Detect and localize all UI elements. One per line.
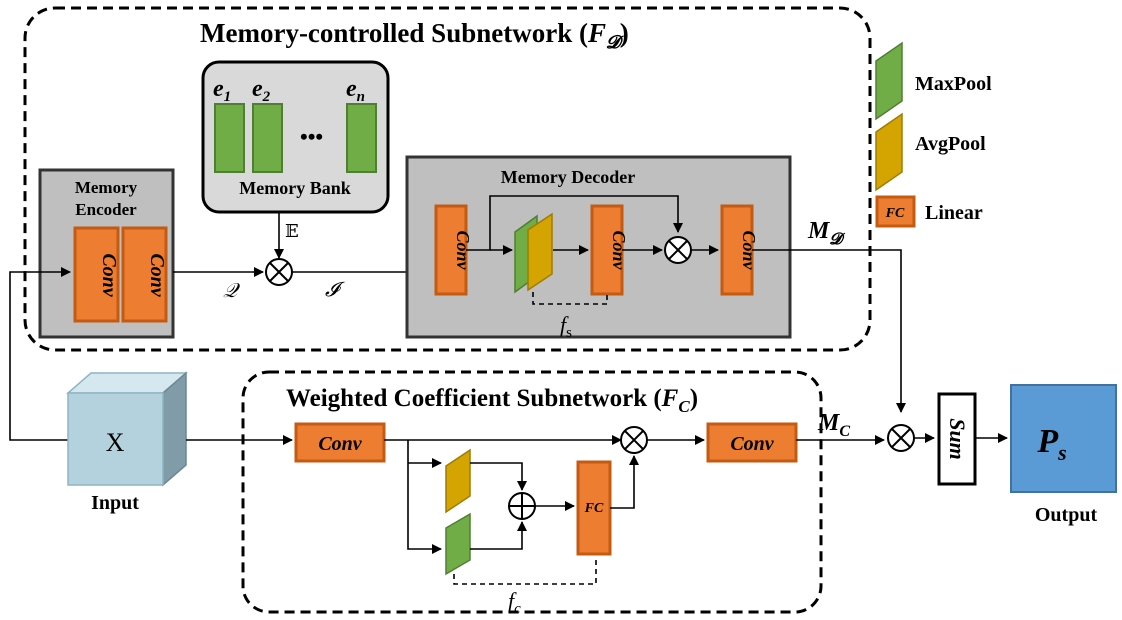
- wcs-conv-1: [294, 422, 386, 463]
- memory-bank-vector-1: [214, 103, 245, 173]
- output-caption: Output: [1035, 504, 1098, 526]
- memory-bank-box: [201, 60, 390, 214]
- decoder-fs-label: fs: [560, 312, 572, 341]
- input-cube-front: [67, 392, 164, 486]
- output-label: Ps: [1036, 423, 1066, 465]
- encoder-conv-1: [73, 226, 120, 323]
- symbol-Q: 𝒬: [223, 280, 241, 302]
- decoder-conv-3: [720, 204, 754, 296]
- wcs-fc-block: [576, 460, 612, 556]
- wcs-conv-1-label: Conv: [318, 433, 362, 455]
- output-block: [1010, 384, 1117, 493]
- memory-bank-label: Memory Bank: [239, 178, 351, 198]
- memory-bank-vector-2: [252, 103, 283, 173]
- symbol-E: 𝔼: [285, 221, 299, 241]
- decoder-conv-2-label: Conv: [609, 230, 629, 270]
- memory-subnetwork-title: Memory-controlled Subnetwork (F𝓓): [200, 18, 629, 52]
- legend-linear-icon-text: FC: [885, 206, 905, 221]
- input-cube-side: [162, 371, 187, 487]
- symbol-I: 𝓘: [325, 279, 345, 301]
- legend-linear-icon: [875, 195, 916, 228]
- decoder-conv-1: [434, 204, 468, 296]
- output-MD-label: M𝓓: [807, 218, 845, 248]
- wcs-fc-label: FC: [584, 501, 604, 516]
- wcs-avgpool-slab: [445, 448, 471, 514]
- memory-bank-e2: e2: [252, 76, 271, 105]
- legend-maxpool-icon: [875, 41, 903, 121]
- wcs-conv-2-label: Conv: [730, 433, 774, 455]
- memory-decoder-title: Memory Decoder: [501, 167, 635, 187]
- encoder-conv-2: [121, 226, 168, 323]
- input-cube-label: X: [106, 428, 125, 457]
- memory-encoder-title-1: Memory: [75, 178, 138, 197]
- sum-block: [937, 392, 977, 486]
- memory-bank-ellipsis: •••: [300, 124, 323, 149]
- decoder-avgpool-slab: [527, 212, 553, 292]
- encoder-conv-1-label: Conv: [98, 253, 120, 297]
- sum-label: Sum: [945, 418, 970, 460]
- memory-encoder-title-2: Encoder: [75, 200, 137, 219]
- encoder-conv-2-label: Conv: [146, 253, 168, 297]
- legend-maxpool-label: MaxPool: [915, 73, 992, 95]
- memory-subnetwork-frame: [23, 6, 872, 352]
- memory-bank-en: en: [346, 76, 365, 105]
- output-MC-label: MC: [817, 410, 850, 440]
- wcs-conv-2: [706, 422, 798, 463]
- memory-bank-vector-n: [346, 103, 377, 173]
- legend-avgpool-icon: [875, 112, 903, 192]
- wcs-fc-bracket-label: fc: [508, 588, 521, 617]
- legend-avgpool-label: AvgPool: [915, 133, 986, 155]
- decoder-conv-1-label: Conv: [453, 230, 473, 270]
- decoder-conv-2: [590, 204, 624, 296]
- decoder-conv-3-label: Conv: [739, 230, 759, 270]
- memory-bank-e1: e1: [213, 76, 231, 105]
- input-caption: Input: [91, 492, 139, 514]
- legend-linear-label: Linear: [925, 202, 983, 224]
- weighted-subnetwork-title: Weighted Coefficient Subnetwork (FC): [286, 385, 698, 416]
- wcs-maxpool-slab: [445, 512, 471, 576]
- weighted-subnetwork-frame: [241, 370, 823, 614]
